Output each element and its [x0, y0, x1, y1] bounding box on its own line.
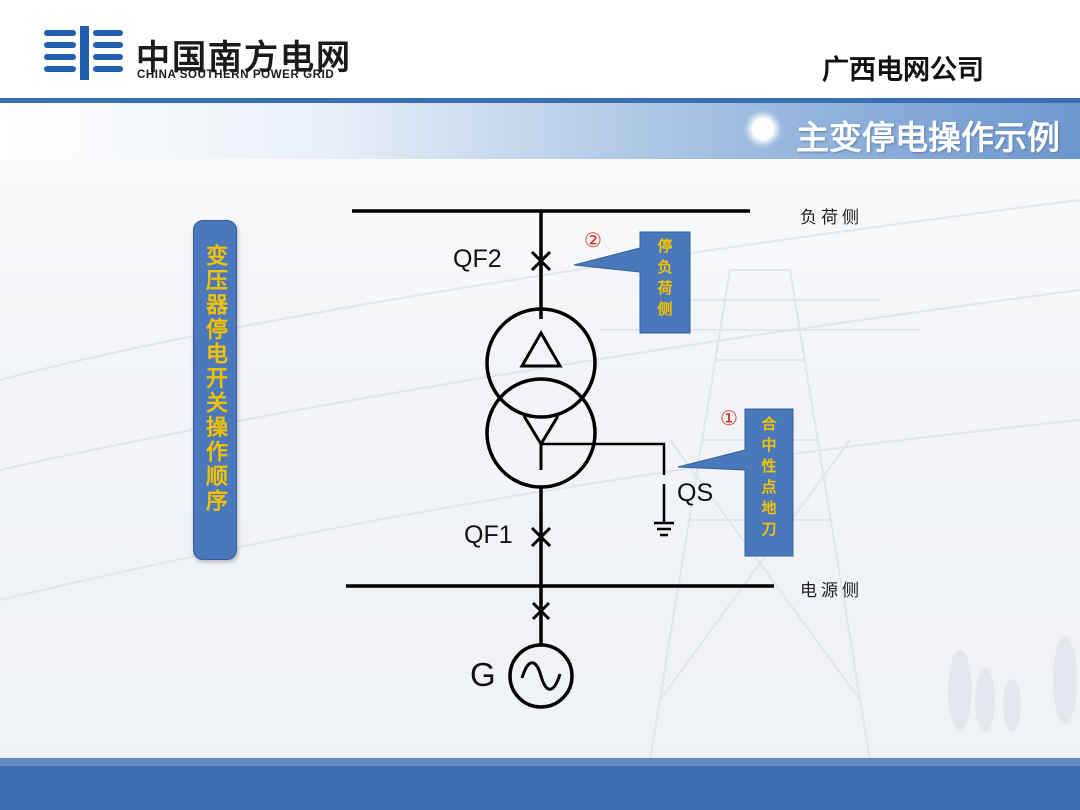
ground-icon: [654, 521, 674, 537]
operation-order-text: 变压器停电开关操作顺序: [202, 244, 227, 514]
title-band: [0, 103, 1080, 159]
header: [0, 0, 1080, 98]
qs-label: QS: [677, 479, 714, 507]
qf2-breaker-icon: [530, 250, 552, 272]
logo-english-name: CHINA SOUTHERN POWER GRID: [137, 69, 335, 81]
header-divider: [0, 98, 1080, 103]
callout-step1-shape: [677, 408, 794, 557]
operation-order-box: [193, 220, 237, 560]
operation-order-text-wrap: 变压器停电开关操作顺序: [193, 244, 235, 544]
neutral-lead: [541, 442, 666, 475]
step1-number: ①: [720, 406, 738, 430]
wye-symbol: [522, 415, 560, 470]
csg-logo-icon: [44, 26, 123, 80]
transformer-delta-winding: [485, 307, 597, 419]
callout-step1-text: 合中性点地刀: [759, 416, 778, 542]
logo-chinese-name: 中国南方电网: [136, 38, 352, 78]
generator-breaker-icon: [531, 601, 551, 621]
qf2-label: QF2: [453, 245, 502, 273]
callout-step2-text-wrap: 停负荷侧: [640, 238, 690, 332]
transformer-wye-winding: [485, 377, 597, 489]
footer-band: [0, 758, 1080, 810]
sine-wave-icon: [520, 661, 562, 691]
callout-step2-shape: [573, 231, 691, 334]
generator-label: G: [470, 656, 496, 693]
title-bullet-icon: [752, 118, 774, 140]
qf1-breaker-icon: [530, 526, 552, 548]
step2-number: ②: [584, 228, 602, 252]
delta-symbol: [519, 329, 563, 368]
company-name: 广西电网公司: [822, 55, 984, 86]
slide-title: 主变停电操作示例: [796, 118, 1060, 157]
load-side-label: 负荷侧: [800, 208, 863, 228]
generator-icon: [508, 643, 574, 709]
qf1-label: QF1: [464, 521, 513, 549]
source-side-label: 电源侧: [800, 581, 863, 601]
callout-step1-text-wrap: 合中性点地刀: [745, 416, 793, 554]
callout-step2-text: 停负荷侧: [655, 238, 674, 322]
